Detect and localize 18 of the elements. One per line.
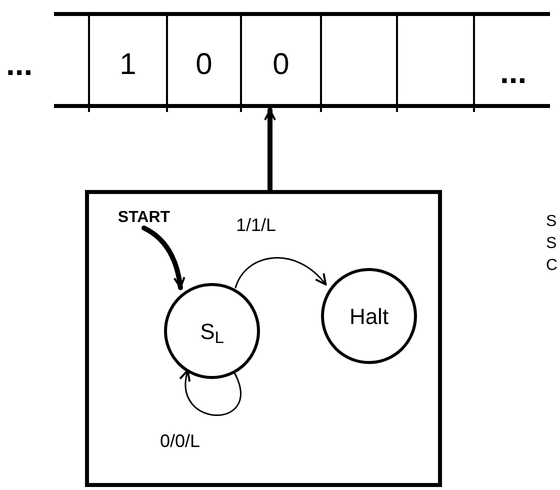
ellipsis: ...	[6, 45, 33, 84]
machine-box	[85, 190, 442, 487]
arrow	[142, 226, 186, 290]
cell-symbol: 0	[272, 46, 290, 82]
edge-label: 1/1/L	[236, 214, 276, 237]
cell-symbol: 1	[120, 46, 136, 82]
start-label: START	[104, 204, 184, 232]
cut-off-letter: S	[546, 212, 557, 232]
cut-off-letter: S	[546, 234, 557, 254]
edge-label: 0/0/L	[160, 430, 200, 453]
state-name: Halt	[349, 302, 389, 330]
cut-off-letter: C	[546, 256, 558, 276]
cell-symbol: 0	[196, 46, 212, 82]
ellipsis: ...	[500, 53, 527, 92]
arrow	[234, 257, 327, 288]
arrow	[264, 108, 276, 192]
tape-cell	[396, 16, 475, 112]
state-name: S$_{L}$	[200, 318, 224, 348]
